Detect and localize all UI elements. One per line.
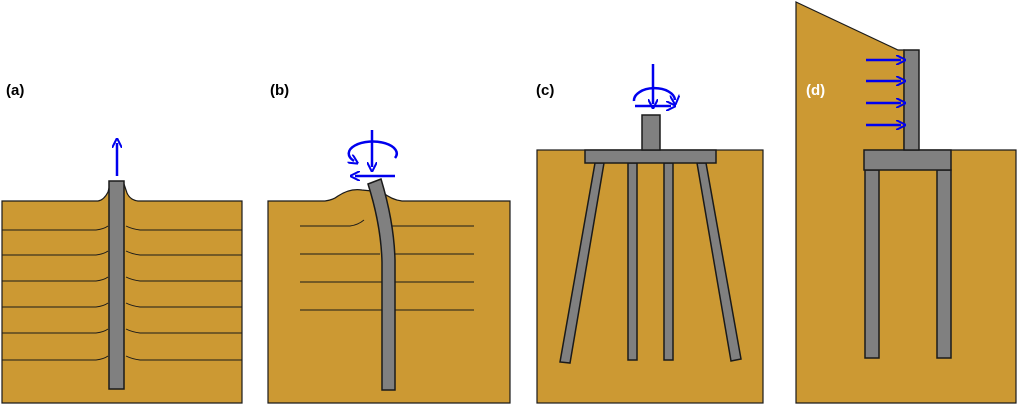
moment-arc-arrow-c [632,86,675,101]
wall-stem-d [903,49,920,151]
pile-cap-c [584,149,717,164]
soil-layers-a [2,225,242,361]
soil-block-d [795,1,1017,404]
soil-block-c [536,149,764,404]
pile-b [367,178,396,391]
pile-cap-d [863,149,952,171]
pile-d-right [936,169,952,359]
pile-c-inner-right [663,162,674,361]
pile-c-inner-left [627,162,638,361]
panel-label-c: (c) [536,82,554,99]
soil-layers-b [300,219,474,311]
panel-label-b: (b) [270,82,289,99]
panel-c: (c) [536,64,764,404]
column-c [641,114,661,151]
panel-b: (b) [267,82,511,404]
panel-label-d: (d) [806,82,825,99]
panel-a: (a) [1,82,243,404]
panel-d: (d) [795,1,1017,404]
moment-arc-arrow-b [349,140,398,161]
pile-d-left [864,169,880,359]
panel-label-a: (a) [6,82,24,99]
lateral-pressure-arrows [866,60,901,125]
pile-a [108,180,125,390]
